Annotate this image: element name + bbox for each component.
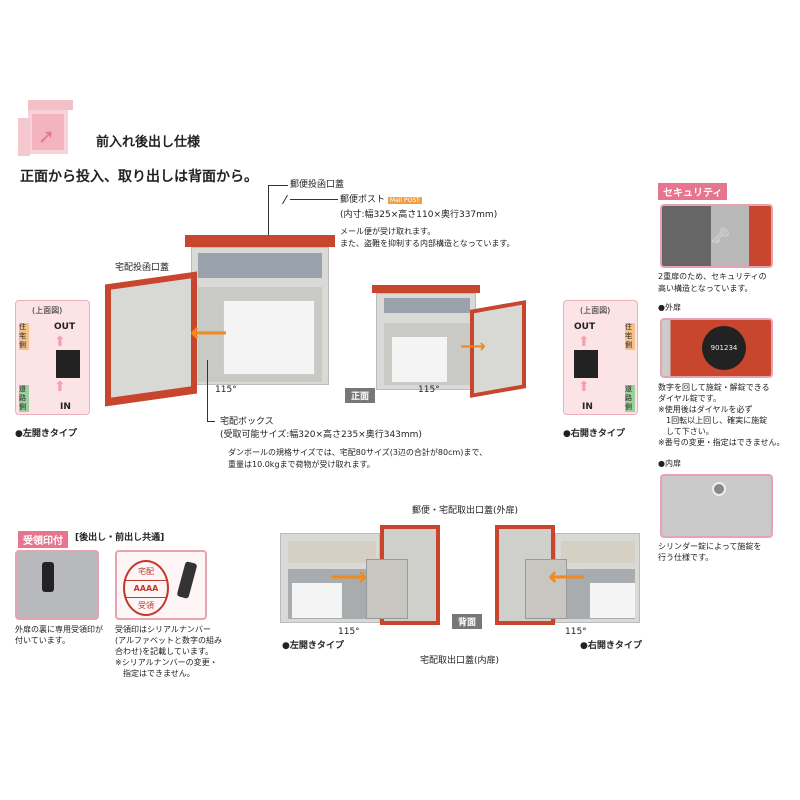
parcel-slot-lid-label: 宅配投函口蓋 bbox=[115, 263, 170, 273]
outer-door-desc: 数字を回して施錠・解錠できるダイヤル錠です。※使用後はダイヤルを必ず 1回転以上… bbox=[658, 383, 785, 447]
security-badge: セキュリティ bbox=[658, 183, 728, 200]
front-view-badge: 正面 bbox=[345, 388, 376, 403]
outer-lid-label: 郵便・宅配取出口蓋(外扉) bbox=[412, 506, 519, 516]
double-door-photo: 🗝 bbox=[660, 204, 773, 268]
back-cabinet-left-opening bbox=[280, 525, 442, 625]
stamp-badge: 受領印付 bbox=[18, 531, 68, 548]
angle-label: 115° bbox=[565, 627, 587, 637]
front-door-open-left bbox=[105, 271, 197, 407]
front-in-back-out-icon: ➚ bbox=[18, 100, 80, 156]
left-open-type-label: ●左開きタイプ bbox=[15, 429, 77, 439]
front-cabinet-left-opening bbox=[185, 235, 335, 385]
back-view-badge: 背面 bbox=[452, 614, 483, 629]
mail-slot-lid-label: 郵便投函口蓋 bbox=[290, 180, 345, 190]
back-left-type-label: ●左開きタイプ bbox=[282, 641, 344, 651]
angle-label: 115° bbox=[215, 385, 237, 395]
stamp-left-desc: 外扉の裏に専用受領印が付いています。 bbox=[15, 625, 103, 645]
security-desc: 2重扉のため、セキュリティの bbox=[658, 272, 767, 281]
arrow-icon: ⟵ bbox=[190, 318, 228, 348]
top-view-diagram-right: (上面図) 住宅側 OUT ⬆ ⬆ 道路側 IN bbox=[563, 300, 638, 415]
top-view-diagram-left: (上面図) 住宅側 OUT ⬆ ⬆ 道路側 IN bbox=[15, 300, 90, 415]
angle-label: 115° bbox=[418, 385, 440, 395]
dial-lock-photo: 901234 bbox=[660, 318, 773, 378]
mail-post-badge: Mail POST bbox=[387, 197, 422, 204]
back-right-type-label: ●右開きタイプ bbox=[580, 641, 642, 651]
mail-post-label: 郵便ポスト Mail POST bbox=[340, 195, 422, 205]
arrow-icon: ⟶ bbox=[330, 562, 368, 592]
inner-door-title: ●内扉 bbox=[658, 459, 681, 468]
stamp-holder-photo bbox=[15, 550, 99, 620]
stamp-right-desc: 受領印はシリアルナンバー(アルファベットと数字の組み合わせ)を記載しています。※… bbox=[115, 625, 223, 678]
page-heading: 正面から投入、取り出しは背面から。 bbox=[20, 169, 258, 185]
angle-label: 115° bbox=[338, 627, 360, 637]
section-title: 前入れ後出し仕様 bbox=[96, 135, 201, 150]
security-desc: 高い構造となっています。 bbox=[658, 284, 753, 293]
parcel-note: 重量は10.0kgまで荷物が受け取れます。 bbox=[228, 460, 375, 469]
parcel-box-size: (受取可能サイズ:幅320×高さ235×奥行343mm) bbox=[220, 430, 422, 440]
arrow-icon: ⟶ bbox=[460, 336, 486, 357]
back-cabinet-right-opening bbox=[495, 525, 640, 625]
arrow-icon: ⟵ bbox=[548, 562, 586, 592]
inner-lid-label: 宅配取出口蓋(内扉) bbox=[420, 656, 500, 666]
parcel-note: ダンボールの規格サイズでは、宅配80サイズ(3辺の合計が80cm)まで、 bbox=[228, 448, 488, 457]
mail-note: メール便が受け取れます。 bbox=[340, 227, 436, 236]
stamp-common-label: [後出し・前出し共通] bbox=[75, 533, 165, 543]
outer-door-title: ●外扉 bbox=[658, 303, 681, 312]
mail-note: また、盗難を抑制する内部構造となっています。 bbox=[340, 239, 515, 248]
front-cabinet-right-opening bbox=[372, 285, 480, 390]
inner-door-desc: シリンダー錠によって施錠を行う仕様です。 bbox=[658, 542, 762, 562]
cylinder-lock-photo bbox=[660, 474, 773, 538]
parcel-box-label: 宅配ボックス bbox=[220, 417, 274, 427]
right-open-type-label: ●右開きタイプ bbox=[563, 429, 625, 439]
mail-inner-size: (内寸:幅325×高さ110×奥行337mm) bbox=[340, 210, 498, 220]
